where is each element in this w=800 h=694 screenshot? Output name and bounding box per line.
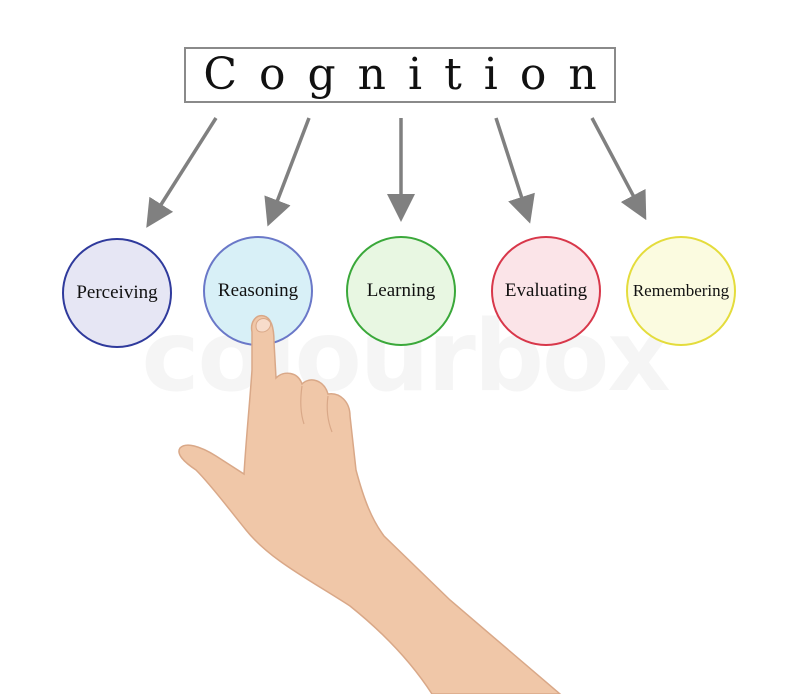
title-box: Cognition <box>184 47 616 103</box>
arrow-to-perceiving <box>146 117 218 228</box>
node-evaluating-label: Evaluating <box>504 280 588 301</box>
node-perceiving[interactable]: Perceiving <box>62 238 172 348</box>
arrow-to-evaluating <box>494 117 535 224</box>
node-learning-label: Learning <box>366 280 436 301</box>
node-learning[interactable]: Learning <box>346 236 456 346</box>
node-perceiving-label: Perceiving <box>76 282 158 303</box>
node-evaluating[interactable]: Evaluating <box>491 236 601 346</box>
node-remembering-label: Remembering <box>632 281 730 300</box>
node-remembering[interactable]: Remembering <box>626 236 736 346</box>
fingernail <box>255 318 271 333</box>
arrow-to-reasoning <box>264 117 311 227</box>
node-reasoning-label: Reasoning <box>217 280 299 301</box>
diagram-title: Cognition <box>203 49 619 100</box>
hand-shape <box>178 314 562 694</box>
knuckle-line <box>326 395 333 433</box>
knuckle-line <box>300 385 305 425</box>
arrow-to-remembering <box>590 117 647 221</box>
